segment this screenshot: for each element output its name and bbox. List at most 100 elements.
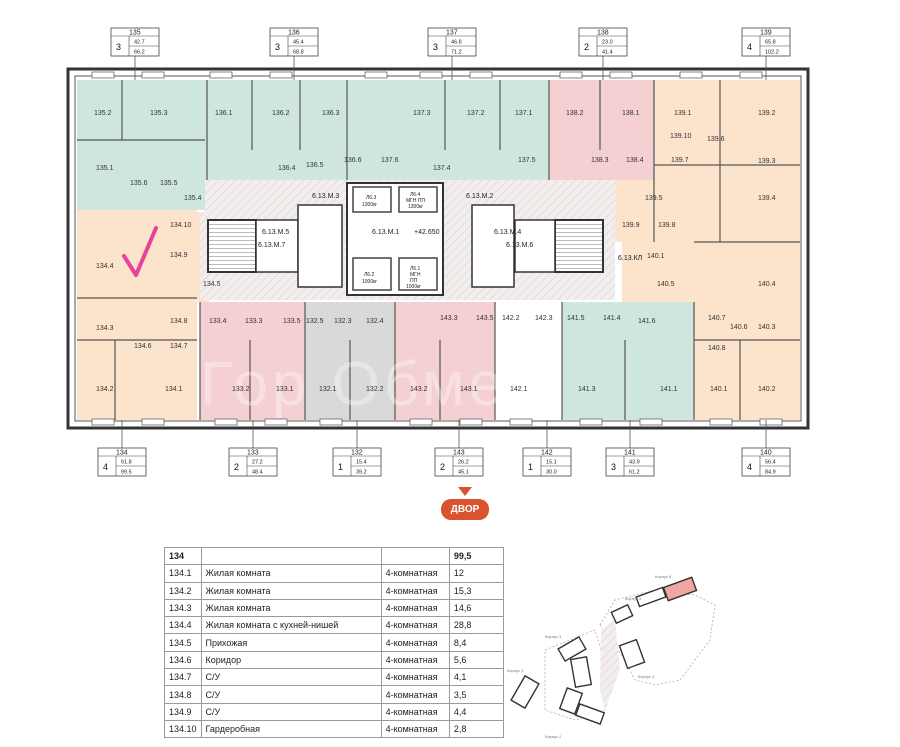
apartment-number: 143 [453,450,465,457]
room-135-5: 135.5 [160,180,178,187]
room-139-6: 139.6 [707,136,725,143]
total-area: 41.4 [602,50,613,56]
row-name: Жилая комната с кухней-нишей [200,616,382,635]
apartment-134-area[interactable] [77,210,197,420]
apartment-135-area[interactable] [77,80,207,182]
apartment-138-area[interactable] [549,80,654,180]
row-area: 14,6 [448,598,505,618]
courtyard-marker: ДВОР [441,487,489,527]
svg-text:1300кг: 1300кг [408,204,423,210]
living-area: 45.4 [293,40,304,46]
room-139-1: 139.1 [674,110,692,117]
apartment-number: 132 [351,450,363,457]
svg-text:Корпус 2: Корпус 2 [545,734,562,739]
apartment-137-area[interactable] [347,80,549,180]
room-count: 2 [584,42,589,52]
room-132-3: 132.3 [334,318,352,325]
room-137-2: 137.2 [467,110,485,117]
row-area: 8,4 [448,633,505,652]
lift-labels: Л6.3 1300кг Л6.4 МГН ПП 1300кг Л6.2 1000… [362,192,425,290]
row-area: 28,8 [448,616,505,635]
total-area: 102.2 [765,50,779,56]
svg-text:Корпус 4: Корпус 4 [638,674,655,679]
room-count: 4 [747,462,752,472]
row-id: 134.7 [164,668,202,687]
living-area: 27.2 [252,460,263,466]
room-140-2: 140.2 [758,386,776,393]
living-area: 26.2 [458,460,469,466]
apartment-140-area[interactable] [694,242,800,420]
room-136-2: 136.2 [272,110,290,117]
apartment-number: 139 [760,30,772,37]
corridor-kpl: 6.13.КЛ [618,255,643,262]
svg-text:Л6.1: Л6.1 [410,266,420,272]
room-134-6: 134.6 [134,343,152,350]
living-area: 15.4 [356,460,367,466]
apartment-141-area[interactable] [562,302,694,420]
apartment-number: 134 [116,450,128,457]
apartment-142-area[interactable] [495,302,562,420]
room-138-4: 138.4 [626,157,644,164]
living-area: 56.4 [765,460,776,466]
svg-text:Корпус 3: Корпус 3 [545,634,562,639]
room-132-4: 132.4 [366,318,384,325]
row-name: Жилая комната [200,581,382,600]
room-count: 1 [528,462,533,472]
svg-text:1000кг: 1000кг [362,279,377,285]
svg-text:1000кг: 1000кг [406,284,421,290]
apartment-139-area[interactable] [654,80,800,242]
row-id: 134.9 [164,702,202,721]
svg-text:МГН ПП: МГН ПП [406,198,425,204]
total-area: 71.2 [451,50,462,56]
room-135-6: 135.6 [130,180,148,187]
room-140-5: 140.5 [657,281,675,288]
apartment-number: 140 [760,450,772,457]
apartment-136-area[interactable] [207,80,347,180]
room-133-2: 133.2 [232,386,250,393]
corridor-m2: 6.13.M.2 [466,193,493,200]
apartment-143-area[interactable] [395,302,495,420]
apartment-number: 135 [129,30,141,37]
row-name: Жилая комната [200,598,382,618]
room-139-7: 139.7 [671,157,689,164]
room-137-3: 137.3 [413,110,431,117]
row-area: 5,6 [448,650,505,670]
room-143-1: 143.1 [460,386,478,393]
living-area: 65.8 [765,40,776,46]
room-133-1: 133.1 [276,386,294,393]
current-building-marker [662,576,698,602]
room-141-1: 141.1 [660,386,678,393]
total-area: 45.1 [458,470,469,476]
room-136-4: 136.4 [278,165,296,172]
row-type: 4-комнатная [380,598,450,618]
living-area: 23.0 [602,40,613,46]
apartment-number: 136 [288,30,300,37]
svg-text:ПП: ПП [410,278,418,284]
room-141-6: 141.6 [638,318,656,325]
row-name: С/У [200,685,382,704]
apartment-133-area[interactable] [200,302,305,420]
row-id: 134.6 [164,650,202,670]
svg-text:Л6.4: Л6.4 [410,192,420,198]
svg-text:Корпус 1: Корпус 1 [507,668,524,673]
apartment-number: 141 [624,450,636,457]
left-stairwell [207,219,257,273]
living-area: 43.9 [629,460,640,466]
room-138-3: 138.3 [591,157,609,164]
floor-plan: Гор Обмен 135.2 135.3 135.1 135.6 135.5 … [66,27,810,477]
room-136-1: 136.1 [215,110,233,117]
room-140-1: 140.1 [710,386,728,393]
apartment-number: 138 [597,30,609,37]
row-area: 3,5 [448,685,505,704]
room-140-4: 140.4 [758,281,776,288]
row-name: Коридор [200,650,382,670]
room-140-3: 140.3 [758,324,776,331]
